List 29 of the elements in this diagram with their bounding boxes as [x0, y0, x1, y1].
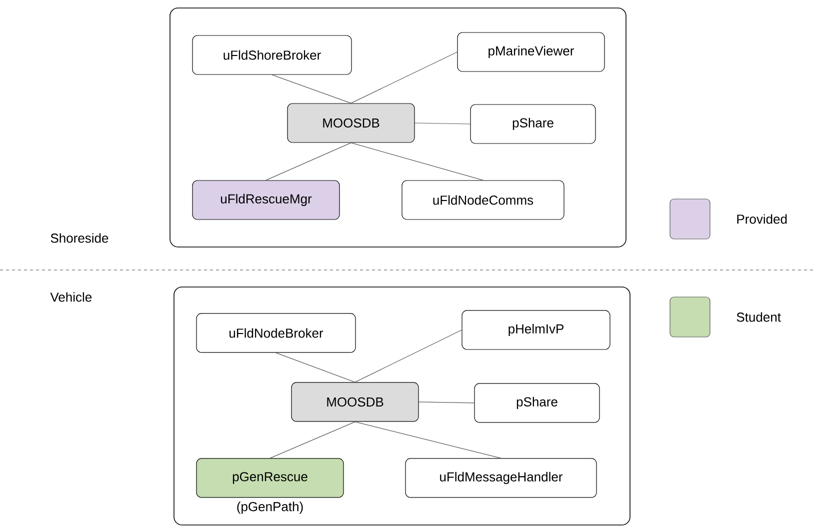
process-box: uFldShoreBroker: [192, 35, 352, 75]
connector-line: [270, 421, 356, 458]
connector-line: [266, 142, 352, 180]
process-box: MOOSDB: [287, 103, 415, 143]
connector-line: [276, 352, 356, 382]
process-box: pShare: [474, 383, 600, 423]
process-box: uFldNodeComms: [402, 180, 564, 220]
connector-line: [350, 52, 458, 104]
process-box: pGenRescue: [196, 458, 344, 498]
group-frame: [170, 8, 626, 248]
connector-line: [354, 330, 462, 382]
connector-line: [272, 74, 352, 104]
connector-line: [350, 142, 484, 180]
process-box: MOOSDB: [291, 382, 419, 422]
node-caption: (pGenPath): [237, 502, 303, 514]
process-box: pMarineViewer: [457, 32, 605, 72]
connector-line: [354, 421, 502, 458]
legend-label: Provided: [737, 214, 787, 224]
legend-label: Student: [736, 312, 781, 322]
group-title: Vehicle: [50, 292, 92, 302]
process-box: uFldMessageHandler: [405, 458, 597, 498]
group-frame: [174, 286, 630, 526]
connector-line: [418, 402, 474, 404]
process-box: pShare: [470, 104, 596, 144]
process-box: uFldNodeBroker: [196, 313, 356, 353]
connector-line: [414, 122, 470, 124]
process-box: uFldRescueMgr: [192, 180, 340, 220]
process-box: pHelmIvP: [462, 310, 610, 350]
group-title: Shoreside: [50, 233, 108, 243]
